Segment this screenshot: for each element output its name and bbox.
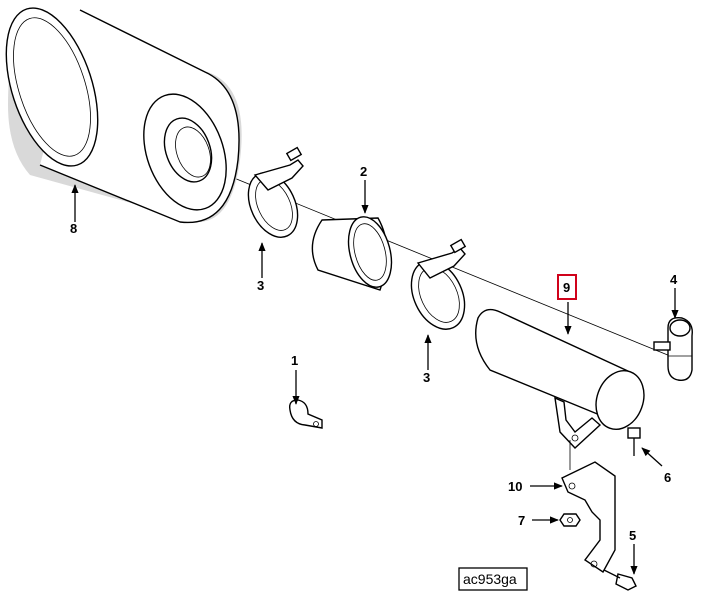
- callout-9-highlight-box: [557, 274, 577, 300]
- leader-arrow-6: [641, 447, 663, 467]
- part-8-air-cleaner: [5, 7, 242, 224]
- part-3-clamp-left: [247, 146, 304, 238]
- callout-5[interactable]: 5: [629, 528, 636, 543]
- callout-4[interactable]: 4: [670, 272, 678, 287]
- part-3-clamp-right: [410, 238, 467, 330]
- callout-2[interactable]: 2: [360, 164, 367, 179]
- part-1-p-clip: [288, 399, 323, 429]
- part-7-nut: [559, 513, 581, 527]
- callout-10[interactable]: 10: [508, 479, 522, 494]
- callout-1[interactable]: 1: [291, 353, 298, 368]
- callout-9[interactable]: 9: [563, 280, 570, 295]
- part-10-bracket: [561, 440, 616, 574]
- part-6-bolt: [627, 427, 641, 456]
- callout-8[interactable]: 8: [70, 221, 77, 236]
- reference-code-box: [458, 567, 528, 591]
- part-5-bolt: [603, 569, 637, 591]
- callout-6[interactable]: 6: [664, 470, 671, 485]
- callout-7[interactable]: 7: [518, 513, 525, 528]
- callout-3-left[interactable]: 3: [257, 278, 264, 293]
- part-9-tube: [475, 308, 645, 449]
- callout-3-right[interactable]: 3: [423, 370, 430, 385]
- part-4-fitting: [653, 317, 693, 381]
- part-2-hose: [311, 216, 393, 291]
- reference-code: ac953ga: [463, 571, 517, 587]
